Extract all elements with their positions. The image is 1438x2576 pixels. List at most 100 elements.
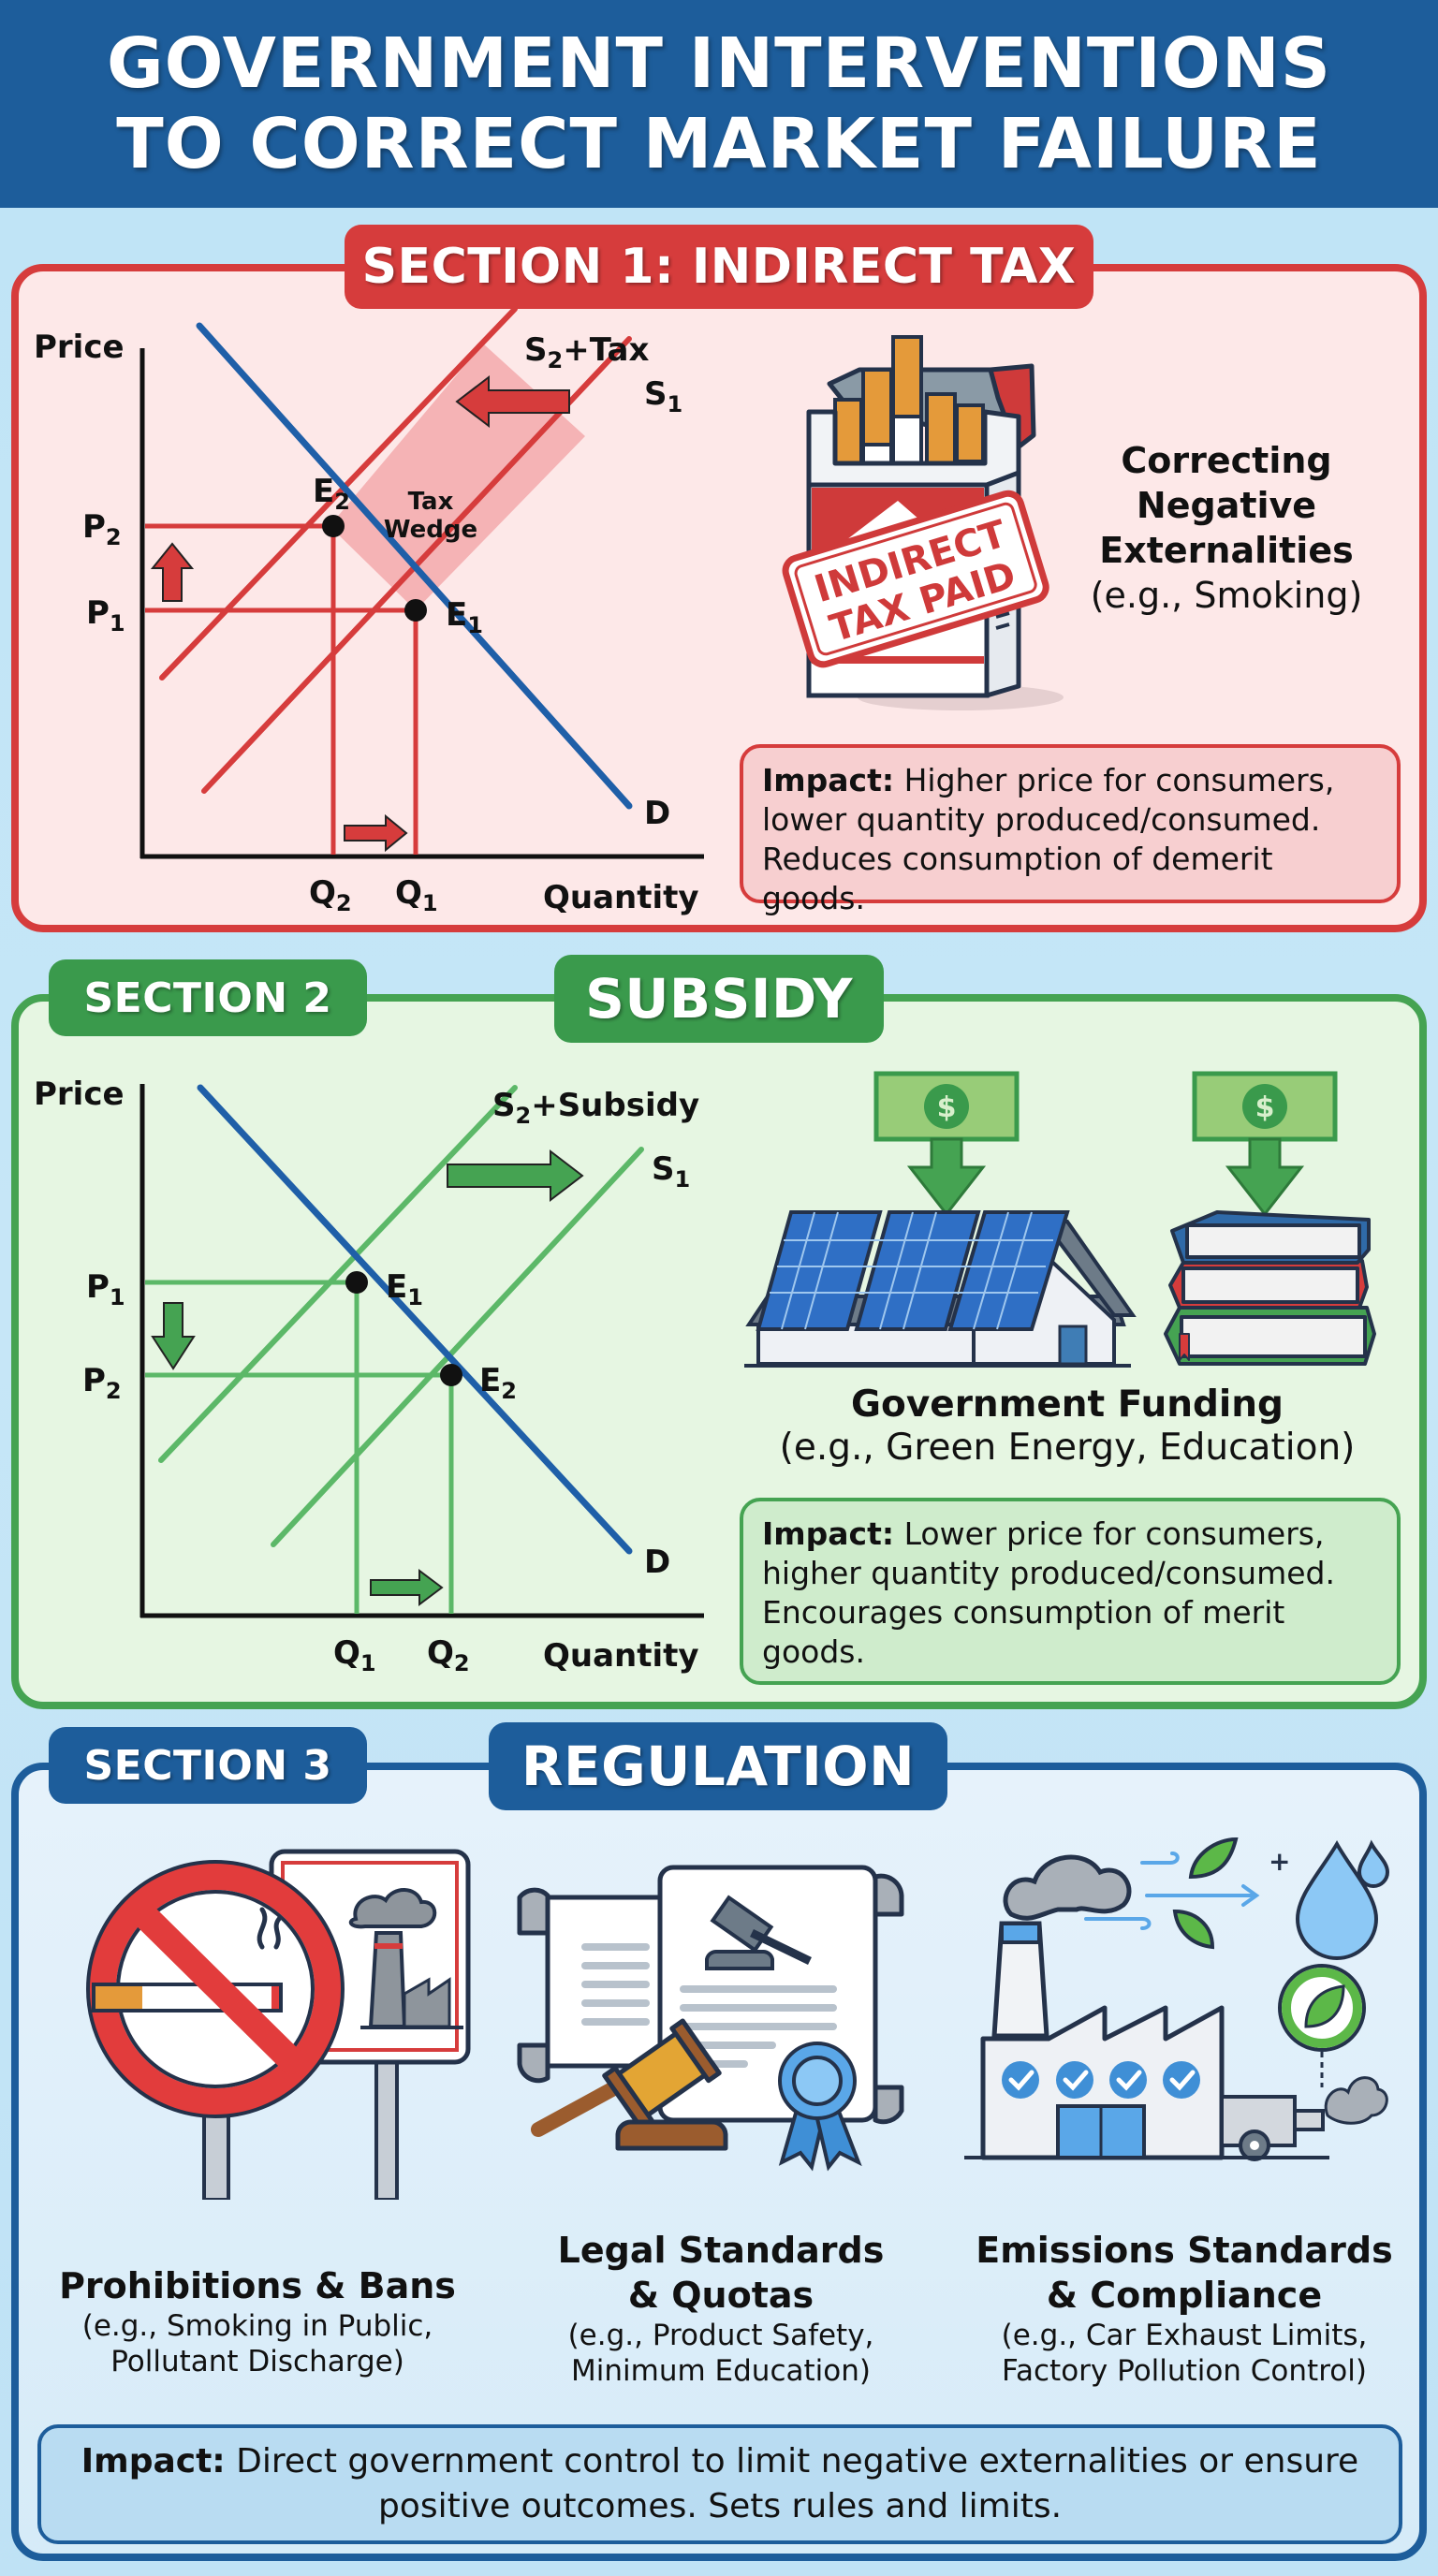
caption-line-3: Externalities bbox=[1099, 530, 1354, 571]
section-3-title-badge: REGULATION bbox=[489, 1722, 947, 1810]
label-s1: S1 bbox=[652, 1150, 690, 1193]
impact-label: Impact: bbox=[762, 762, 895, 798]
item-title-2: & Quotas bbox=[627, 2275, 814, 2316]
equilibrium-e2-dot bbox=[440, 1364, 462, 1386]
impact-text: Higher price for consumers, lower quanti… bbox=[762, 762, 1335, 916]
demand-curve bbox=[196, 322, 633, 810]
label-q-right: Q2 bbox=[427, 1634, 470, 1676]
page-header: GOVERNMENT INTERVENTIONS TO CORRECT MARK… bbox=[0, 0, 1438, 208]
supply-shift-right-arrow-icon bbox=[447, 1149, 584, 1203]
impact-text: Direct government control to limit negat… bbox=[236, 2442, 1359, 2525]
equilibrium-e1-dot bbox=[404, 599, 427, 622]
regulation-item-3-caption: Emissions Standards & Compliance (e.g., … bbox=[946, 2228, 1423, 2389]
supply-s2-tax-curve bbox=[159, 306, 518, 681]
section-1-badge: SECTION 1: INDIRECT TAX bbox=[345, 225, 1093, 309]
caption-title: Government Funding bbox=[851, 1383, 1284, 1426]
price-up-arrow-icon bbox=[150, 542, 195, 602]
label-q-right: Q1 bbox=[395, 874, 438, 916]
section-2-caption: Government Funding (e.g., Green Energy, … bbox=[740, 1383, 1395, 1470]
equilibrium-e2-dot bbox=[322, 515, 345, 537]
y-axis-label: Price bbox=[34, 329, 125, 366]
section-2-impact-box: Impact: Lower price for consumers, highe… bbox=[740, 1498, 1401, 1685]
cigarette-pack-icon: INDIRECT TAX PAID bbox=[773, 323, 1082, 725]
label-q-left: Q2 bbox=[309, 874, 352, 916]
item-title-1: Legal Standards bbox=[557, 2230, 885, 2271]
tax-wedge-area bbox=[330, 344, 585, 610]
regulation-item-1-caption: Prohibitions & Bans (e.g., Smoking in Pu… bbox=[28, 2263, 487, 2379]
impact-text: Lower price for consumers, higher quanti… bbox=[762, 1515, 1335, 1670]
label-p-upper: P2 bbox=[82, 508, 122, 550]
subsidy-chart: Price Quantity S2+Subsidy S1 D E1 E2 P1 … bbox=[19, 1058, 730, 1676]
section-2-title-badge: SUBSIDY bbox=[554, 955, 884, 1043]
supply-s1-curve bbox=[271, 1147, 644, 1547]
label-e-upper: E2 bbox=[313, 473, 350, 515]
item-title-2: & Compliance bbox=[1046, 2275, 1323, 2316]
label-p-lower: P2 bbox=[82, 1362, 122, 1404]
item-sub-1: (e.g., Product Safety, bbox=[567, 2319, 874, 2352]
section-1-impact-box: Impact: Higher price for consumers, lowe… bbox=[740, 744, 1401, 916]
caption-line-2: Negative bbox=[1136, 485, 1317, 526]
item-sub-1: (e.g., Car Exhaust Limits, bbox=[1001, 2319, 1368, 2352]
eco-badge-icon bbox=[1278, 1964, 1366, 2087]
section-2-number-badge: SECTION 2 bbox=[49, 959, 367, 1036]
label-s2-subsidy: S2+Subsidy bbox=[492, 1087, 699, 1129]
impact-label: Impact: bbox=[81, 2442, 226, 2481]
indirect-tax-chart: Price Quantity S2+Tax S1 D E2 E1 P2 P1 Q… bbox=[19, 306, 730, 917]
page-title: GOVERNMENT INTERVENTIONS TO CORRECT MARK… bbox=[107, 23, 1331, 184]
money-bill-icon: $ bbox=[1192, 1071, 1338, 1217]
award-ribbon-icon bbox=[778, 2042, 862, 2172]
subsidy-chart-svg: Price Quantity S2+Subsidy S1 D E1 E2 P1 … bbox=[34, 1076, 704, 1676]
impact-label: Impact: bbox=[762, 1515, 895, 1552]
demand-curve bbox=[197, 1084, 633, 1555]
svg-text:$: $ bbox=[937, 1091, 957, 1124]
water-drop-icon bbox=[1295, 1839, 1390, 1960]
equilibrium-e1-dot bbox=[345, 1271, 368, 1294]
price-down-arrow-icon bbox=[151, 1302, 196, 1370]
quantity-arrow-icon bbox=[370, 1569, 444, 1606]
label-p-lower: P1 bbox=[86, 594, 125, 637]
svg-text:+: + bbox=[1269, 1846, 1290, 1877]
label-d: D bbox=[644, 1544, 670, 1581]
money-bill-icon: $ bbox=[873, 1071, 1020, 1217]
indirect-tax-chart-svg: Price Quantity S2+Tax S1 D E2 E1 P2 P1 Q… bbox=[34, 306, 704, 916]
item-title: Prohibitions & Bans bbox=[59, 2265, 456, 2306]
factory-compliance-icon: + bbox=[946, 1835, 1414, 2209]
svg-text:$: $ bbox=[1255, 1091, 1275, 1124]
label-s1: S1 bbox=[644, 375, 682, 417]
checkmark-icon bbox=[1002, 2061, 1200, 2099]
section-3-number-badge: SECTION 3 bbox=[49, 1727, 367, 1804]
books-icon bbox=[1164, 1210, 1376, 1366]
legal-document-gavel-icon bbox=[510, 1858, 922, 2176]
no-smoking-sign-icon bbox=[37, 1844, 477, 2202]
title-line-2: TO CORRECT MARKET FAILURE bbox=[116, 104, 1322, 184]
title-line-1: GOVERNMENT INTERVENTIONS bbox=[106, 23, 1332, 104]
label-p-upper: P1 bbox=[86, 1268, 125, 1310]
leaf-icon bbox=[1172, 1837, 1239, 1950]
section-3-impact-box: Impact: Direct government control to lim… bbox=[37, 2424, 1402, 2544]
label-s2-tax: S2+Tax bbox=[524, 331, 649, 373]
indirect-tax-paid-stamp: INDIRECT TAX PAID bbox=[782, 490, 1049, 668]
section-1-caption: Correcting Negative Externalities (e.g.,… bbox=[1049, 438, 1404, 618]
supply-s2-subsidy-curve bbox=[158, 1085, 518, 1463]
label-e-upper: E1 bbox=[386, 1268, 423, 1310]
regulation-item-2-caption: Legal Standards & Quotas (e.g., Product … bbox=[487, 2228, 955, 2389]
factory-smoke-icon bbox=[348, 1888, 463, 2029]
item-sub-2: Minimum Education) bbox=[571, 2354, 871, 2388]
label-e-lower: E1 bbox=[446, 596, 483, 638]
x-axis-label: Quantity bbox=[543, 1637, 699, 1675]
label-q-left: Q1 bbox=[333, 1634, 376, 1676]
x-axis-label: Quantity bbox=[543, 879, 699, 916]
item-sub-2: Factory Pollution Control) bbox=[1002, 2354, 1367, 2388]
item-sub-2: Pollutant Discharge) bbox=[110, 2345, 404, 2378]
y-axis-label: Price bbox=[34, 1076, 125, 1113]
caption-line-4: (e.g., Smoking) bbox=[1090, 575, 1363, 616]
quantity-arrow-icon bbox=[344, 813, 408, 853]
item-sub-1: (e.g., Smoking in Public, bbox=[81, 2309, 433, 2343]
caption-line-1: Correcting bbox=[1121, 440, 1332, 481]
supply-shift-left-arrow-icon bbox=[455, 374, 570, 429]
label-e-lower: E2 bbox=[479, 1362, 517, 1404]
caption-subtitle: (e.g., Green Energy, Education) bbox=[779, 1427, 1356, 1469]
subsidy-illustration: $ bbox=[740, 1062, 1395, 1381]
solar-house-icon bbox=[744, 1210, 1137, 1368]
